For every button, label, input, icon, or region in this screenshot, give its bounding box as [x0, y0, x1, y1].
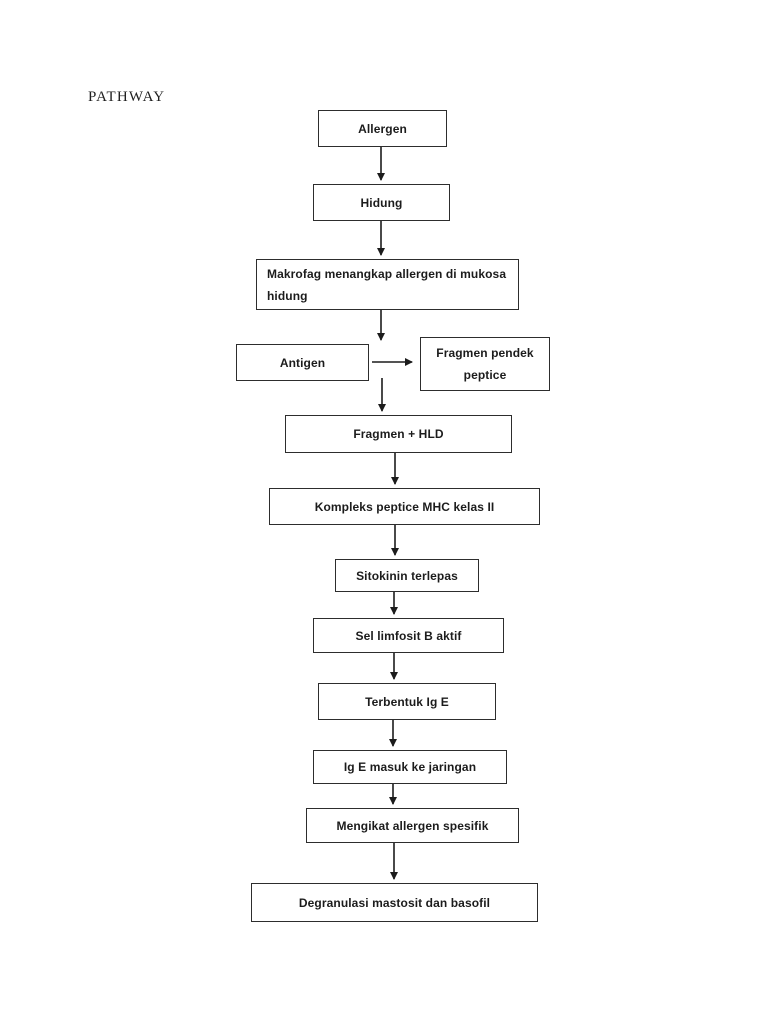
flow-node-label: Fragmen + HLD — [353, 427, 444, 441]
flow-node-label: Sitokinin terlepas — [356, 568, 458, 583]
flow-node-sel-limfosit-b: Sel limfosit B aktif — [313, 618, 504, 653]
flow-node-hidung: Hidung — [313, 184, 450, 221]
flow-node-label: Makrofag menangkap allergen di mukosa — [267, 266, 507, 281]
flow-node-kompleks-mhc: Kompleks peptice MHC kelas II — [269, 488, 540, 525]
flow-node-terbentuk-ige: Terbentuk Ig E — [318, 683, 496, 720]
flow-node-label: Hidung — [360, 195, 403, 210]
flow-node-label: Sel limfosit B aktif — [355, 628, 462, 643]
flow-node-label: Kompleks peptice MHC kelas II — [314, 499, 495, 514]
flow-node-makrofag: Makrofag menangkap allergen di mukosa hid… — [256, 259, 519, 310]
flow-node-fragmen-hld: Fragmen + HLD — [285, 415, 512, 453]
flow-node-degranulasi: Degranulasi mastosit dan basofil — [251, 883, 538, 922]
flow-node-label: Allergen — [358, 121, 407, 136]
flow-node-label: Degranulasi mastosit dan basofil — [298, 895, 491, 910]
flow-node-label: Terbentuk Ig E — [365, 694, 449, 709]
flow-node-mengikat: Mengikat allergen spesifik — [306, 808, 519, 843]
flow-node-antigen: Antigen — [236, 344, 369, 381]
page-title: PATHWAY — [88, 89, 166, 105]
flow-node-label: Antigen — [279, 355, 326, 370]
flow-node-label: Mengikat allergen spesifik — [336, 818, 489, 833]
flow-node-label: Fragmen pendek — [436, 346, 534, 360]
flow-node-label: Ig E masuk ke jaringan — [343, 760, 477, 774]
flow-node-label: peptice — [463, 368, 507, 382]
flow-node-fragmen-pendek: Fragmen pendek peptice — [420, 337, 550, 391]
flow-node-ige-masuk: Ig E masuk ke jaringan — [313, 750, 507, 784]
flow-node-allergen: Allergen — [318, 110, 447, 147]
flow-node-label: hidung — [267, 288, 308, 303]
flow-node-sitokinin: Sitokinin terlepas — [335, 559, 479, 592]
